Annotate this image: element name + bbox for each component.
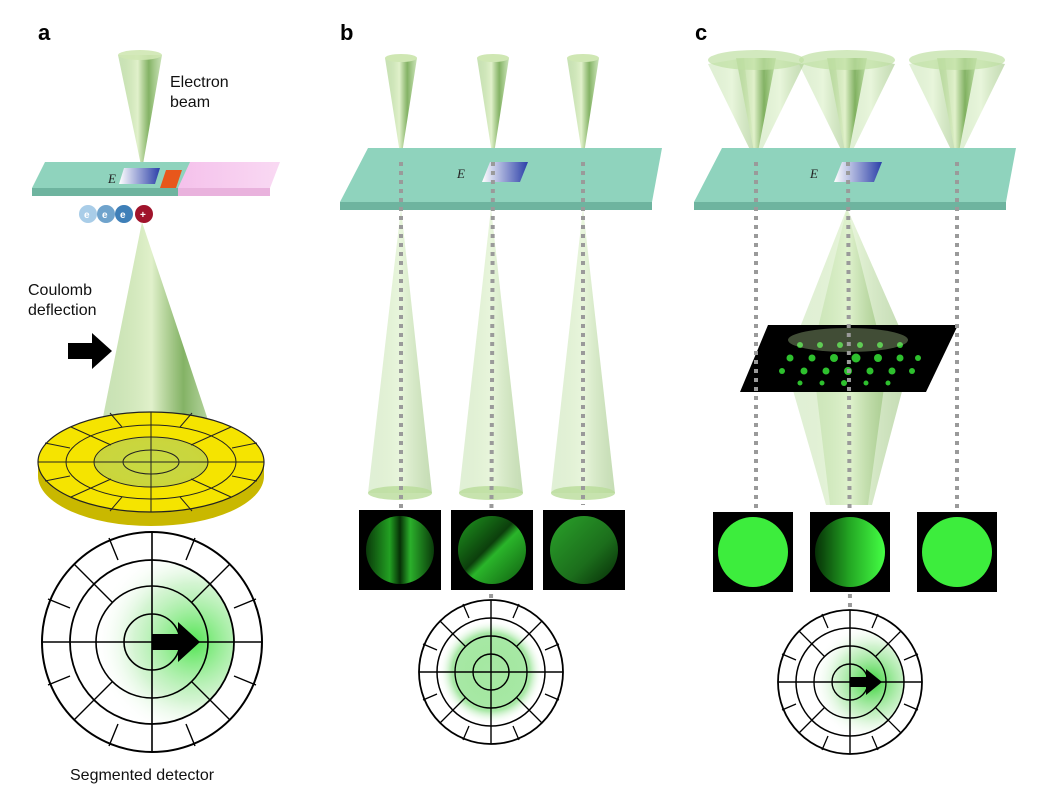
electron-beam-label-2: beam — [170, 94, 210, 111]
dotted-lines-c — [754, 161, 959, 611]
sample-slab-edge — [32, 188, 178, 196]
panel-b: b E — [340, 20, 662, 745]
hole-symbol: + — [140, 210, 146, 221]
field-region-c — [834, 162, 882, 182]
detector-arrow-a — [152, 622, 200, 662]
coulomb-label-1: Coulomb — [28, 282, 92, 299]
yellow-detector — [37, 411, 265, 526]
panel-b-label: b — [340, 20, 353, 45]
dotted-lines-b — [399, 161, 585, 613]
charge-row: e e e + — [79, 205, 153, 223]
electron-beam-label-1: Electron — [170, 74, 229, 91]
hole — [135, 205, 153, 223]
incoming-beam-top — [118, 50, 162, 60]
orange-contact — [160, 170, 182, 188]
deflection-arrow — [68, 333, 112, 369]
sample-slab-b-edge — [340, 202, 652, 210]
field-symbol-a: E — [107, 171, 116, 186]
diffraction-screen — [740, 325, 958, 392]
electron-3 — [115, 205, 133, 223]
outgoing-cones-b — [368, 208, 615, 500]
incoming-beam-cone — [118, 55, 162, 170]
electron-1 — [79, 205, 97, 223]
field-region-b — [482, 162, 528, 182]
segmented-detector-2d — [41, 531, 263, 753]
pink-layer — [160, 162, 280, 188]
electron-2 — [97, 205, 115, 223]
incoming-cones-c — [708, 50, 1005, 162]
segmented-detector-b — [418, 599, 564, 745]
field-symbol-c: E — [809, 166, 818, 181]
field-region — [119, 168, 160, 184]
panel-a: a Electron beam E e e e + Coulomb deflec… — [28, 20, 280, 784]
incoming-cones-b — [385, 54, 599, 160]
electron-symbol-1: e — [84, 210, 90, 221]
electron-symbol-3: e — [120, 210, 126, 221]
camera-images-c — [713, 512, 997, 592]
segmented-detector-c — [777, 609, 923, 755]
sample-slab-c-edge — [694, 202, 1006, 210]
panel-c: c E — [694, 20, 1016, 755]
field-symbol-b: E — [456, 166, 465, 181]
electron-symbol-2: e — [102, 210, 108, 221]
pink-layer-edge — [160, 188, 270, 196]
camera-images-b — [359, 510, 625, 590]
coulomb-label-2: deflection — [28, 302, 97, 319]
outgoing-beam-cone — [94, 222, 222, 462]
detector-arrow-c — [850, 669, 882, 695]
panel-a-label: a — [38, 20, 51, 45]
panel-c-label: c — [695, 20, 707, 45]
segmented-detector-label: Segmented detector — [70, 767, 215, 784]
